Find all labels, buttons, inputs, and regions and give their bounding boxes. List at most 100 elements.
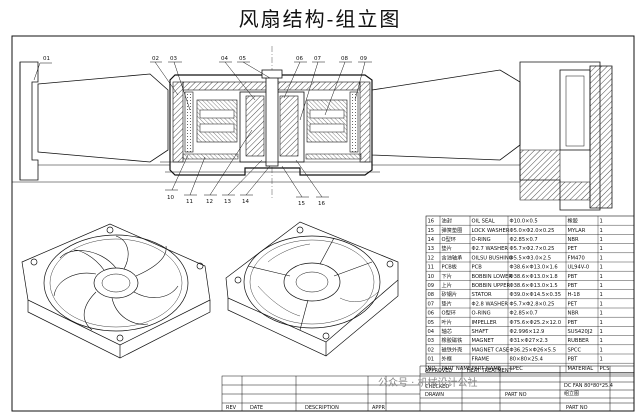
bom-cell: NO xyxy=(428,366,436,372)
watermark: 公众号 · 机械设计公社 xyxy=(378,378,478,389)
bom-cell: 06 xyxy=(428,311,435,317)
bom-cell: LOCK WASHER xyxy=(472,228,510,234)
callout-15: 15 xyxy=(298,201,305,207)
bom-cell: 1 xyxy=(600,329,603,335)
bom-cell: PCS xyxy=(600,366,610,372)
bom-cell: NBR xyxy=(568,237,579,243)
callout-06: 06 xyxy=(296,56,303,62)
bom-cell: BOBBIN UPPER xyxy=(472,283,511,289)
bom-cell: 1 xyxy=(600,347,603,353)
bom-cell: NBR xyxy=(568,311,579,317)
bom-cell: 轴芯 xyxy=(442,327,452,335)
shaft xyxy=(265,73,279,167)
bom-cell: SPEC xyxy=(510,366,524,372)
bom-cell: 1 xyxy=(600,219,603,225)
blade-left xyxy=(37,73,169,163)
bom-cell: PCB xyxy=(472,265,483,271)
bom-cell: 15 xyxy=(428,228,435,234)
bom-cell: RUBBER xyxy=(568,338,590,344)
callout-labels-bottom: 10 11 12 13 14 15 16 xyxy=(167,195,325,207)
bom-cell: MAGNET xyxy=(472,338,495,344)
bom-cell: 1 xyxy=(600,228,603,234)
pcb-left xyxy=(182,153,239,160)
tb-col-description: DESCRIPTION xyxy=(305,405,339,411)
bom-cell: 1 xyxy=(600,292,603,298)
bom-cell: PBT xyxy=(568,283,579,289)
bom-cell: Φ10.0×0.5 xyxy=(510,219,538,225)
bom-cell: 橡胶 xyxy=(568,217,578,225)
bom-cell: 80×80×25.4 xyxy=(510,357,544,363)
bom-cell: 1 xyxy=(600,265,603,271)
bom-cell: BOBBIN LOWER xyxy=(472,274,513,280)
bom-cell: Φ5.7×Φ2.7×0.25 xyxy=(510,246,555,252)
tb-col-appr: APPR xyxy=(372,405,385,411)
bom-cell: Φ38.6×Φ13.0×1.5 xyxy=(510,283,558,289)
bom-cell: 05 xyxy=(428,320,435,326)
bom-cell: PBT xyxy=(568,320,579,326)
callout-08: 08 xyxy=(341,56,348,62)
bom-cell: Φ36.25×Φ26×5.5 xyxy=(510,347,557,353)
callout-01: 01 xyxy=(43,56,50,62)
tb-approved: APPROVED xyxy=(425,368,452,374)
bom-cell: OILSU BUSHING xyxy=(472,255,513,261)
callout-02: 02 xyxy=(152,56,159,62)
bom-cell: 16 xyxy=(428,219,435,225)
bom-cell: FRAME xyxy=(472,357,490,363)
bom-cell: 1 xyxy=(600,338,603,344)
tb-bottom-right: PART NO xyxy=(566,405,588,411)
bom-cell: SHAFT xyxy=(472,329,490,335)
bom-cell: Φ2.996×12.9 xyxy=(510,329,545,335)
bom-frame xyxy=(425,215,635,373)
bom-cell: PART NAME xyxy=(472,366,502,372)
stator-left xyxy=(196,99,238,143)
bom-cell: 垫片 xyxy=(442,299,452,307)
bom-cell: H-18 xyxy=(568,292,580,298)
bom-cell: 14 xyxy=(428,237,435,243)
bom-cell: Φ2.85×0.7 xyxy=(510,311,538,317)
bom-cell: STATOR xyxy=(472,292,492,298)
bom-cell: Φ38.6×Φ13.0×1.8 xyxy=(510,274,558,280)
bom-cell: PBT xyxy=(568,357,579,363)
bom-cell: 04 xyxy=(428,329,435,335)
bom-cell: IMPELLER xyxy=(472,320,497,326)
bom-cell: Φ5.0×Φ2.0×0.25 xyxy=(510,228,555,234)
bom-cell: MATERIAL xyxy=(568,366,594,372)
blade-right xyxy=(371,69,521,161)
bom-cell: 12 xyxy=(428,255,435,261)
hub-shell xyxy=(169,74,373,176)
tb-checked: CHECKED xyxy=(425,384,449,390)
bom-cell: 下片 xyxy=(442,272,452,280)
tb-name: DC FAN 80*80*25.4 xyxy=(564,383,613,389)
bom-cell: 磁铁外壳 xyxy=(442,345,463,353)
bom-cell: 08 xyxy=(428,292,435,298)
bom-cell: Φ5.5×Φ3.0×2.5 xyxy=(510,255,552,261)
bom-cell: Φ75.6×Φ25.2×12.0 xyxy=(510,320,562,326)
callout-04: 04 xyxy=(221,56,228,62)
bom-cell: 矽钢片 xyxy=(442,290,458,298)
bom-cell: Φ2.7 WASHER xyxy=(472,246,509,252)
bom-cell: PET xyxy=(568,301,578,307)
bom-cell: PCB板 xyxy=(442,263,458,271)
bom-cell: 1 xyxy=(600,246,603,252)
iso-view-back xyxy=(225,221,399,357)
bom-cell: O型环 xyxy=(442,309,456,317)
title-block xyxy=(221,365,635,412)
bom-cell: 弹簧垫圈 xyxy=(442,226,463,234)
bom-cell: 外框 xyxy=(442,355,452,363)
bom-cell: 03 xyxy=(428,338,435,344)
callout-16: 16 xyxy=(318,201,325,207)
bom-cell: MYLAR xyxy=(568,228,586,234)
